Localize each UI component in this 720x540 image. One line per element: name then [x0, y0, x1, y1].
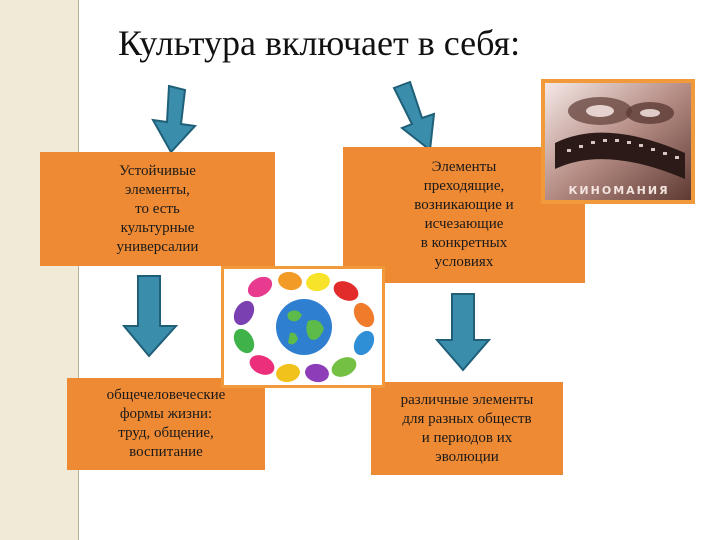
hands-globe-icon: [224, 269, 382, 385]
node-universal-forms-text: общечеловеческие формы жизни: труд, обще…: [107, 386, 226, 462]
node-universal-forms: общечеловеческие формы жизни: труд, обще…: [67, 378, 265, 470]
arrow-transient-to-various: [437, 292, 493, 372]
node-various-elements: различные элементы для разных обществ и …: [371, 382, 563, 475]
arrow-title-to-stable: [145, 84, 205, 154]
node-stable-elements-text: Устойчивые элементы, то есть культурные …: [117, 162, 199, 257]
arrow-stable-to-universal: [124, 274, 180, 358]
hands-globe-image: [221, 266, 385, 388]
arrow-title-to-transient: [388, 80, 448, 152]
slide-title: Культура включает в себя:: [118, 22, 520, 64]
node-stable-elements: Устойчивые элементы, то есть культурные …: [40, 152, 275, 266]
node-various-elements-text: различные элементы для разных обществ и …: [401, 391, 534, 467]
film-reel-icon: КИНОМАНИЯ: [545, 83, 691, 200]
film-caption-text: КИНОМАНИЯ: [568, 184, 669, 197]
film-reel-image: КИНОМАНИЯ: [541, 79, 695, 204]
node-transient-elements-text: Элементы преходящие, возникающие и исчез…: [414, 158, 513, 272]
